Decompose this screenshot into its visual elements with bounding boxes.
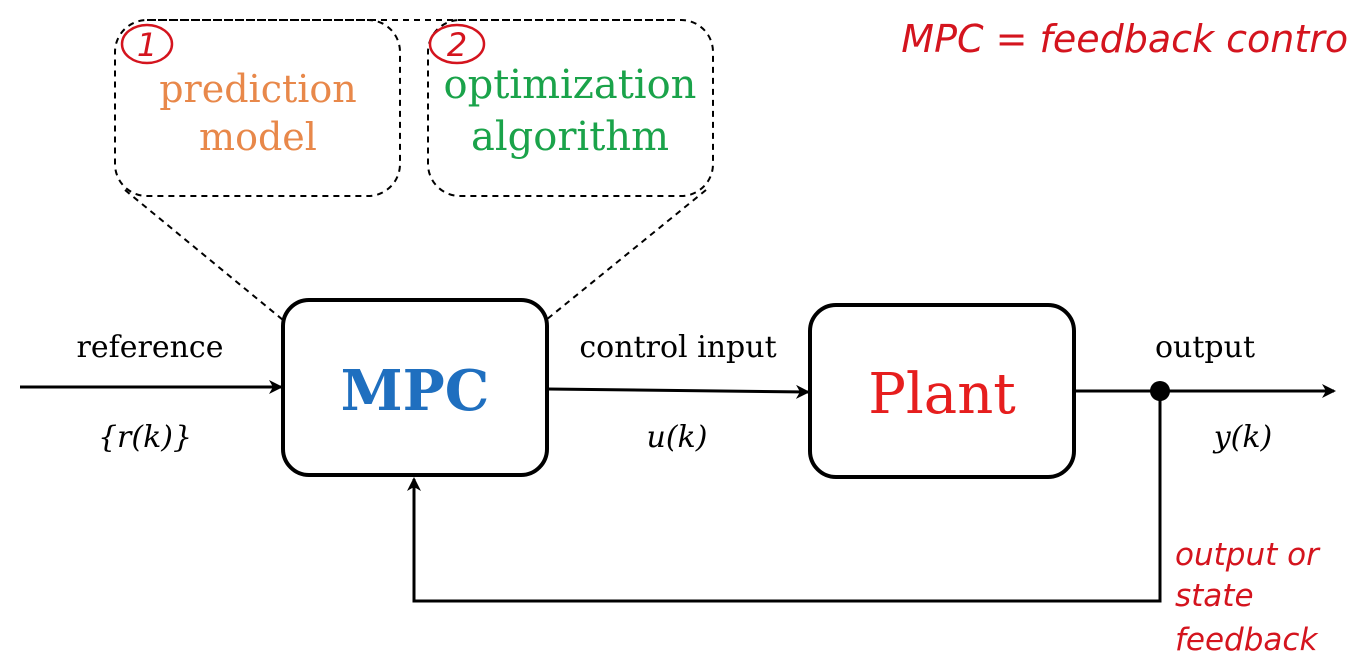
mpc-feedback-note: MPC = feedback control [901, 17, 1347, 61]
reference-symbol: {r(k)} [98, 420, 192, 455]
feedback-path [407, 391, 1162, 603]
output-symbol: y(k) [1212, 420, 1273, 455]
circle-2-annotation [428, 23, 486, 65]
optimization-algorithm-line2: algorithm [471, 114, 669, 160]
feedback-note-line1: output or [1175, 537, 1321, 573]
optimization-algorithm-line1: optimization [444, 62, 697, 108]
prediction-model-line2: model [199, 115, 317, 159]
output-label: output [1155, 330, 1255, 365]
circle-2-label: 2 [447, 26, 467, 64]
control-input-arrow [546, 384, 810, 399]
mpc-block [281, 298, 549, 477]
prediction-model-line1: prediction [159, 67, 357, 111]
mpc-label: MPC [341, 358, 490, 424]
feedback-note-line3: feedback [1175, 622, 1318, 658]
feedback-note-line2: state [1175, 578, 1254, 614]
circle-1-label: 1 [137, 26, 157, 64]
plant-label: Plant [868, 362, 1016, 427]
control-input-symbol: u(k) [647, 420, 708, 455]
circle-1-annotation [120, 23, 174, 65]
callout-line-right [545, 189, 707, 321]
prediction-callout-box [114, 19, 401, 197]
optimization-callout-box [427, 19, 714, 197]
control-input-label: control input [579, 330, 776, 365]
callout-line-left [124, 189, 284, 321]
reference-label: reference [77, 330, 224, 365]
